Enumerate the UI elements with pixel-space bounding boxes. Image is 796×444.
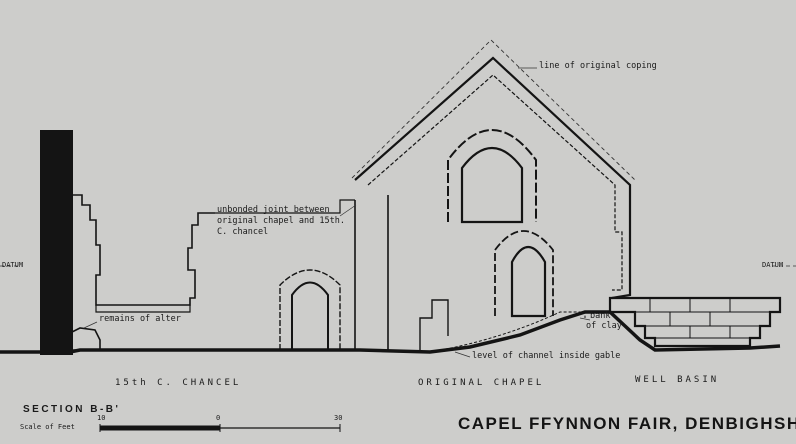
well-basin [608,296,782,348]
chapel-lower-wall [419,299,449,350]
chancel-wall-inner [95,305,191,313]
chancel-doorway [279,269,341,350]
altar-remains [71,327,101,351]
original-coping-line [351,39,636,181]
chancel-wall-left [73,194,215,306]
datum-left-label: DATUM [2,261,24,269]
scale-tick-0: 0 [216,414,221,422]
altar-annotation: remains of alter [99,314,181,324]
channel-annotation: level of channel inside gable [472,351,621,361]
scale-label: Scale of Feet [20,423,75,431]
joint-wall [354,195,389,350]
channel-leader [454,351,471,358]
scale-tick-30: 30 [334,414,343,422]
bank-annotation-line1: bank [590,311,611,321]
west-wall-black [40,130,73,355]
bank-leader [579,317,591,321]
bank-annotation-line2: of clay [586,321,622,331]
scale-tick-10: 10 [97,414,106,422]
altar-leader [83,321,98,329]
joint-annotation-line1: unbonded joint between [217,205,330,215]
ground-line [0,310,781,354]
joint-leader [339,204,357,217]
datum-right-label: DATUM [762,261,784,269]
zone-chancel: 15th C. CHANCEL [115,378,242,388]
coping-annotation: line of original coping [539,61,657,71]
upper-window [447,129,537,224]
joint-annotation-line3: C. chancel [217,227,269,237]
scale-bar [99,424,341,432]
zone-basin: WELL BASIN [635,375,720,385]
chancel-top-line [215,199,355,214]
joint-annotation-line2: original chapel and 15th. [217,216,345,226]
zone-chapel: ORIGINAL CHAPEL [418,378,545,388]
drawing-title: CAPEL FFYNNON FAIR, DENBIGHSHIRE [458,414,796,433]
clay-bank [429,311,586,353]
gable-outline [354,56,632,300]
chapel-doorway [494,230,554,318]
section-label: SECTION B-B' [23,404,121,415]
